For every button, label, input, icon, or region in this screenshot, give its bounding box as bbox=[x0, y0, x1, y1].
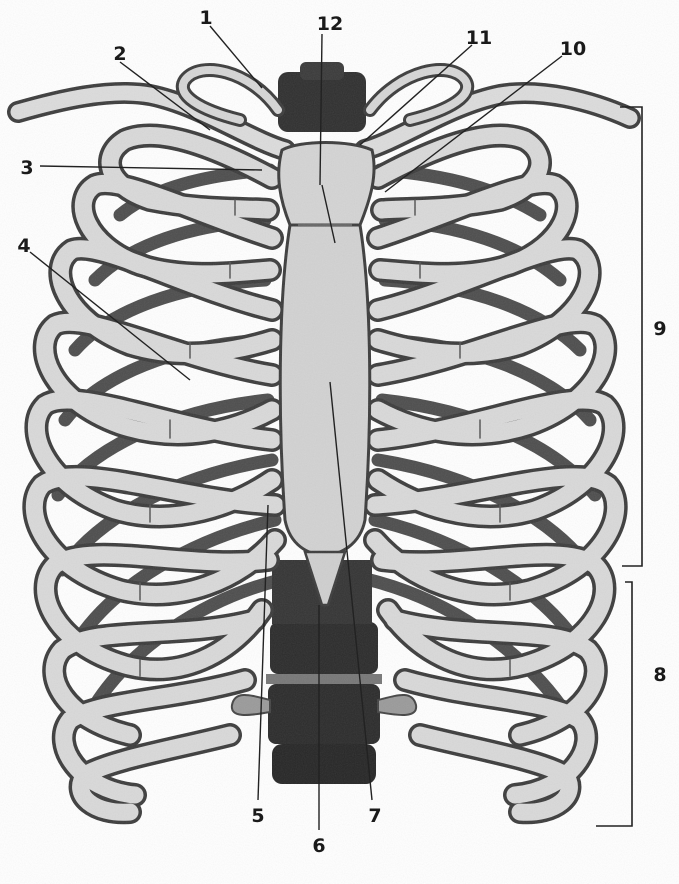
label-9: 9 bbox=[653, 318, 666, 340]
label-2: 2 bbox=[113, 43, 126, 65]
label-1: 1 bbox=[199, 7, 212, 29]
label-4: 4 bbox=[17, 235, 30, 257]
label-3: 3 bbox=[20, 157, 33, 179]
label-11: 11 bbox=[466, 27, 492, 49]
label-12: 12 bbox=[317, 13, 343, 35]
label-6: 6 bbox=[312, 835, 325, 857]
label-7: 7 bbox=[368, 805, 381, 827]
label-8: 8 bbox=[653, 664, 666, 686]
label-5: 5 bbox=[251, 805, 264, 827]
label-10: 10 bbox=[560, 38, 586, 60]
